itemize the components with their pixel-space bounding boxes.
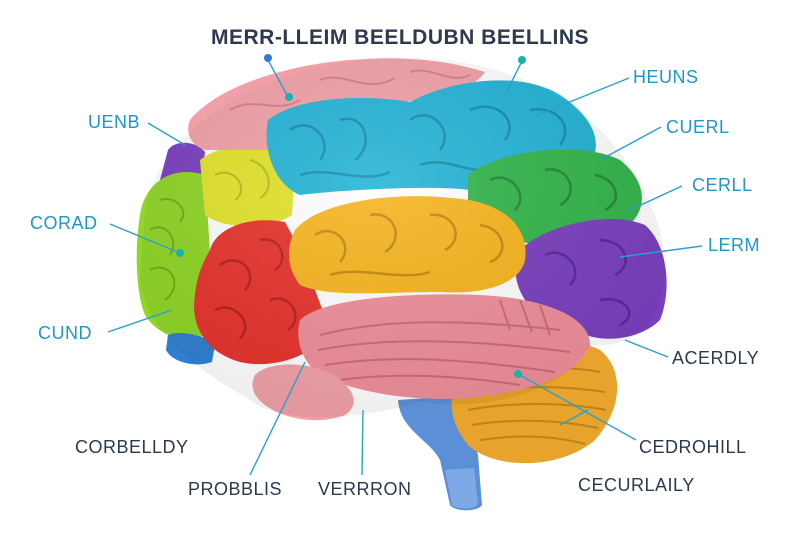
label-corad: CORAD [30, 213, 98, 233]
label-probblis: PROBBLIS [188, 479, 283, 499]
diagram-title: MERR-LLEIM BEELDUBN BEELLINS [211, 26, 589, 49]
label-acerdly: ACERDLY [672, 348, 760, 368]
label-cerll: CERLL [692, 175, 753, 195]
label-cecurlaily: CECURLAILY [578, 475, 695, 495]
label-cedrohill: CEDROHILL [639, 437, 747, 457]
label-heuns: HEUNS [633, 67, 699, 87]
label-cund: CUND [38, 323, 92, 343]
label-corbelldy: CORBELLDY [75, 437, 189, 457]
label-verrron: VERRRON [318, 479, 412, 499]
leader-lines [107, 59, 703, 476]
label-lerm: LERM [708, 235, 761, 255]
label-uenb: UENB [88, 112, 141, 132]
label-cuerl: CUERL [666, 117, 730, 137]
pointer-dots [176, 54, 526, 378]
